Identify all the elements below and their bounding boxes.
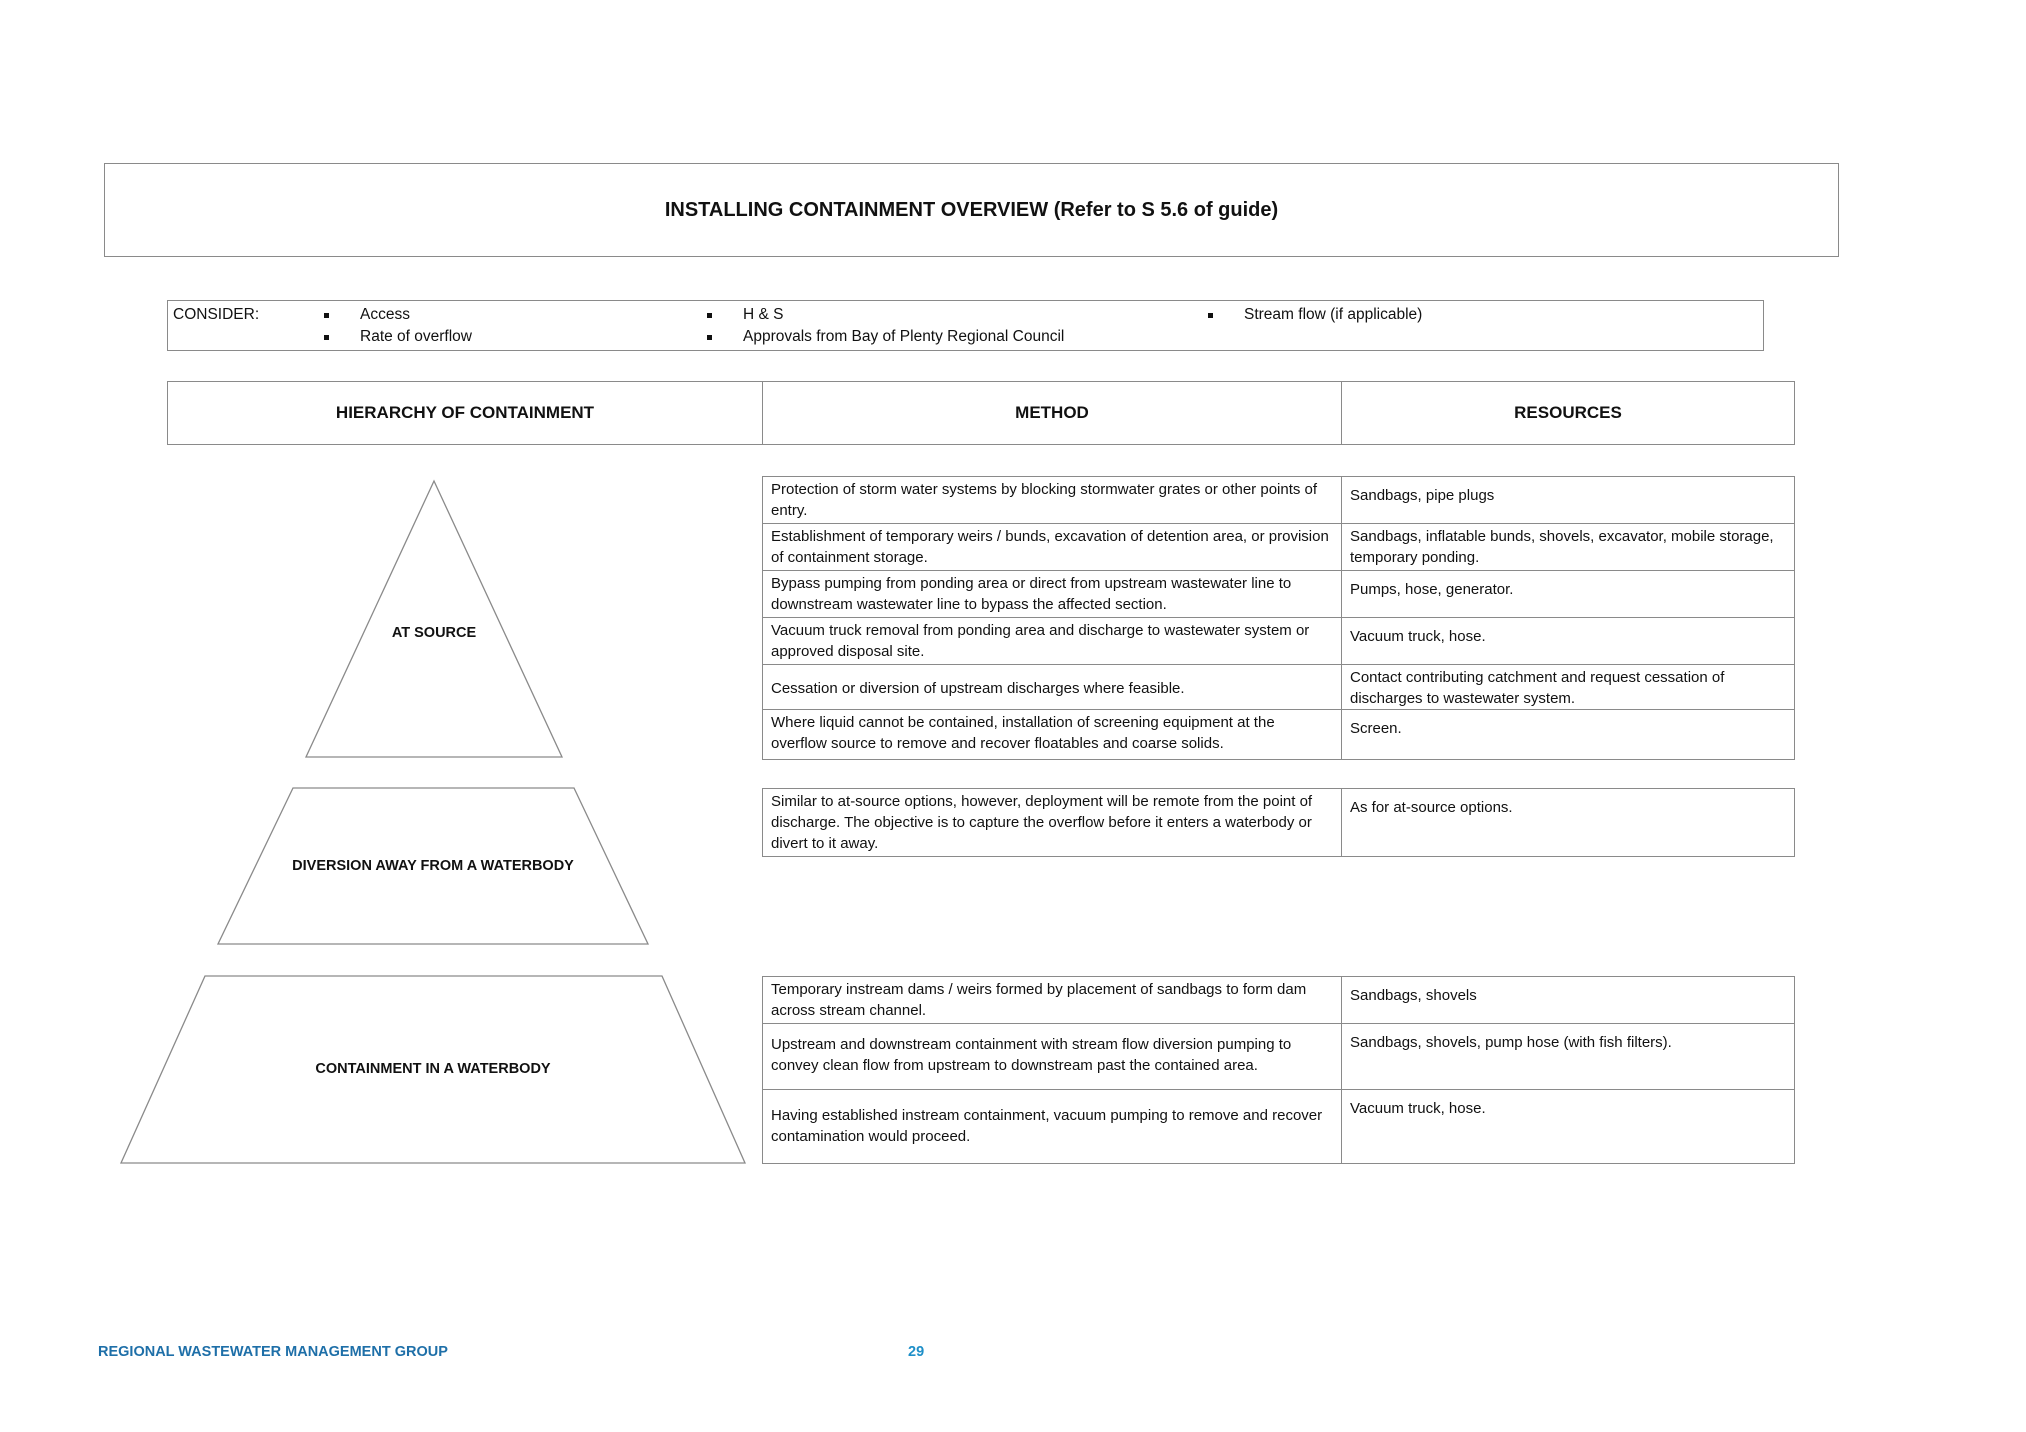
method-cell: Upstream and downstream containment with… [762, 1023, 1342, 1090]
table-row: Protection of storm water systems by blo… [762, 476, 1795, 524]
diversion-table: Similar to at-source options, however, d… [762, 788, 1795, 857]
diversion-trapezoid [216, 787, 650, 945]
resources-cell: Pumps, hose, generator. [1341, 570, 1795, 618]
at-source-triangle [304, 479, 564, 758]
table-row: Bypass pumping from ponding area or dire… [762, 570, 1795, 618]
header-hierarchy: HIERARCHY OF CONTAINMENT [168, 382, 763, 444]
method-cell: Bypass pumping from ponding area or dire… [762, 570, 1342, 618]
resources-cell: Vacuum truck, hose. [1341, 1089, 1795, 1164]
table-row: Having established instream containment,… [762, 1089, 1795, 1164]
table-row: Upstream and downstream containment with… [762, 1023, 1795, 1090]
resources-cell: As for at-source options. [1341, 788, 1795, 857]
method-cell: Where liquid cannot be contained, instal… [762, 709, 1342, 760]
table-row: Temporary instream dams / weirs formed b… [762, 976, 1795, 1024]
resources-cell: Contact contributing catchment and reque… [1341, 664, 1795, 710]
column-header-row: HIERARCHY OF CONTAINMENT METHOD RESOURCE… [167, 381, 1795, 445]
tier-at-source-label: AT SOURCE [391, 625, 477, 641]
table-row: Similar to at-source options, however, d… [762, 788, 1795, 857]
title-box: INSTALLING CONTAINMENT OVERVIEW (Refer t… [104, 163, 1839, 257]
method-cell: Similar to at-source options, however, d… [762, 788, 1342, 857]
table-row: Establishment of temporary weirs / bunds… [762, 523, 1795, 571]
header-resources: RESOURCES [1514, 403, 1622, 422]
consider-item: Approvals from Bay of Plenty Regional Co… [707, 328, 1064, 346]
resources-cell: Screen. [1341, 709, 1795, 760]
at-source-table: Protection of storm water systems by blo… [762, 476, 1795, 760]
resources-cell: Sandbags, inflatable bunds, shovels, exc… [1341, 523, 1795, 571]
header-method: METHOD [763, 382, 1342, 444]
footer-organization: REGIONAL WASTEWATER MANAGEMENT GROUP [98, 1344, 448, 1360]
consider-item: Stream flow (if applicable) [1208, 306, 1422, 324]
method-cell: Temporary instream dams / weirs formed b… [762, 976, 1342, 1024]
table-row: Cessation or diversion of upstream disch… [762, 664, 1795, 710]
tier-diversion-label: DIVERSION AWAY FROM A WATERBODY [292, 858, 574, 874]
consider-label: CONSIDER: [173, 306, 260, 323]
method-cell: Having established instream containment,… [762, 1089, 1342, 1164]
waterbody-table: Temporary instream dams / weirs formed b… [762, 976, 1795, 1164]
consider-item: H & S [707, 306, 783, 324]
method-cell: Vacuum truck removal from ponding area a… [762, 617, 1342, 665]
consider-box: CONSIDER: Access Rate of overflow H & S … [167, 300, 1764, 351]
page-title: INSTALLING CONTAINMENT OVERVIEW (Refer t… [664, 198, 1279, 221]
resources-cell: Sandbags, pipe plugs [1341, 476, 1795, 524]
table-row: Where liquid cannot be contained, instal… [762, 709, 1795, 760]
tier-waterbody-label: CONTAINMENT IN A WATERBODY [315, 1061, 551, 1077]
resources-cell: Vacuum truck, hose. [1341, 617, 1795, 665]
waterbody-trapezoid [119, 975, 746, 1164]
consider-item: Rate of overflow [324, 328, 472, 346]
method-cell: Protection of storm water systems by blo… [762, 476, 1342, 524]
table-row: Vacuum truck removal from ponding area a… [762, 617, 1795, 665]
page-number: 29 [908, 1344, 925, 1360]
method-cell: Establishment of temporary weirs / bunds… [762, 523, 1342, 571]
method-cell: Cessation or diversion of upstream disch… [762, 664, 1342, 710]
resources-cell: Sandbags, shovels [1341, 976, 1795, 1024]
resources-cell: Sandbags, shovels, pump hose (with fish … [1341, 1023, 1795, 1090]
consider-item: Access [324, 306, 410, 324]
